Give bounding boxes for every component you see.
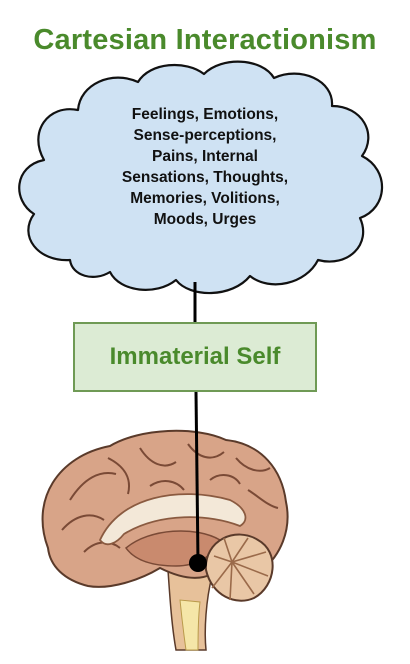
immaterial-self-box: Immaterial Self: [73, 322, 317, 392]
cloud-text: Feelings, Emotions, Sense-perceptions, P…: [80, 104, 330, 230]
cloud-line: Sensations, Thoughts,: [121, 169, 289, 186]
pineal-gland-dot-icon: [189, 554, 207, 572]
self-to-brain-connector: [194, 391, 200, 563]
cloud-line: Memories, Volitions,: [130, 190, 280, 207]
cloud-line: Sense-perceptions,: [133, 127, 277, 144]
cloud-line: Pains, Internal: [152, 148, 258, 165]
cloud-icon: [18, 60, 384, 295]
diagram-title: Cartesian Interactionism: [33, 24, 377, 56]
cloud-line: Moods, Urges: [153, 211, 257, 228]
cloud-line: Feelings, Emotions,: [131, 106, 279, 123]
brain-icon: [41, 429, 289, 651]
immaterial-self-label: Immaterial Self: [109, 343, 281, 370]
